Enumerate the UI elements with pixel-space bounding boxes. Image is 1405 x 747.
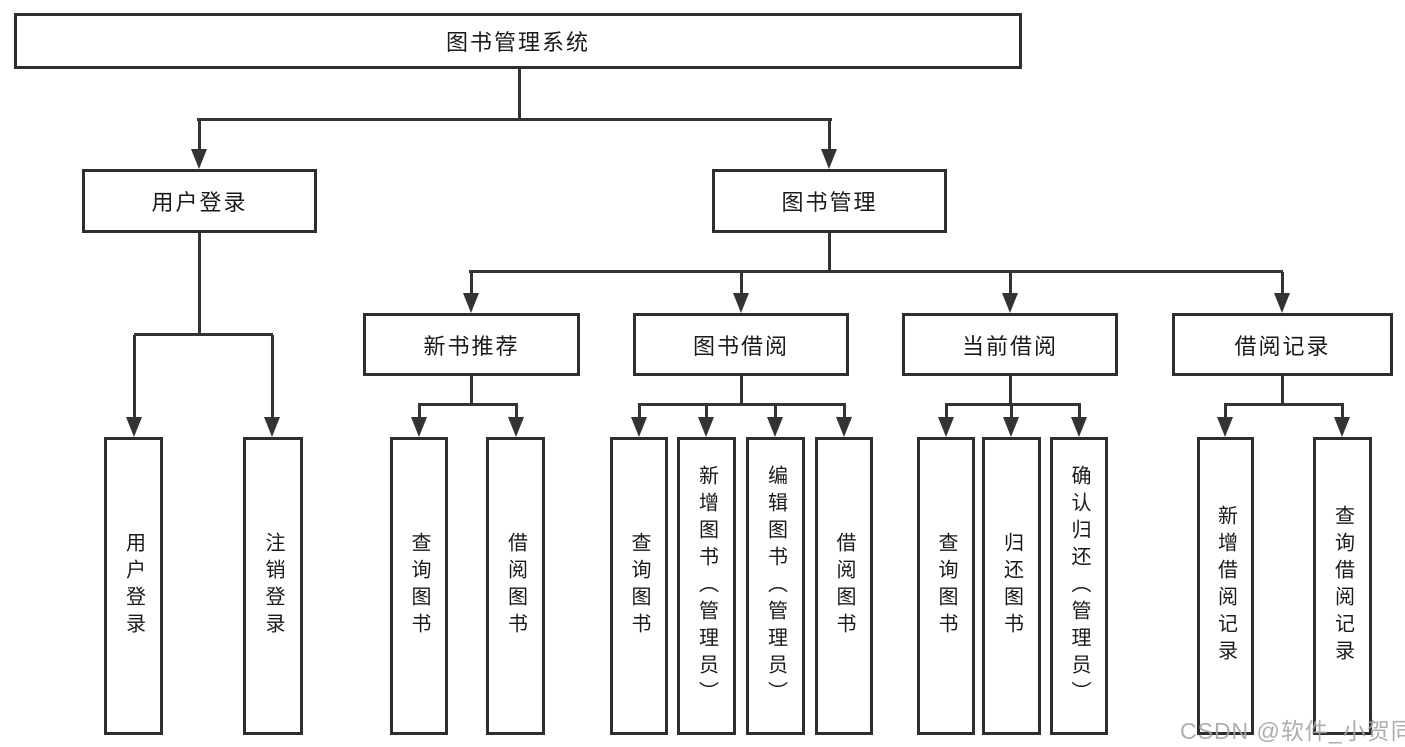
leaf-query-books-borrow: 查询图书: [610, 437, 668, 735]
arrow-down-icon: [264, 417, 280, 437]
leaf-add-borrow-record: 新增借阅记录: [1197, 437, 1254, 735]
leaf-query-borrow-record: 查询借阅记录: [1313, 437, 1372, 735]
arrow-down-icon: [1274, 293, 1290, 313]
node-current-borrow-label: 当前借阅: [961, 333, 1058, 359]
arrow-down-icon: [126, 417, 142, 437]
connector-line: [198, 120, 201, 152]
node-book-borrow-label: 图书借阅: [692, 333, 789, 359]
leaf-label: 查询图书: [628, 532, 650, 640]
node-current-borrow: 当前借阅: [902, 313, 1118, 376]
leaf-label: 查询图书: [408, 532, 430, 640]
connector-line: [705, 405, 708, 419]
connector-line: [945, 405, 948, 419]
leaf-confirm-return-admin: 确认归还（管理员）: [1050, 437, 1108, 735]
connector-line: [1224, 405, 1227, 419]
connector-line: [638, 403, 846, 406]
arrow-down-icon: [821, 149, 837, 169]
connector-line: [740, 272, 743, 296]
connector-line: [1341, 405, 1344, 419]
connector-line: [271, 335, 274, 419]
connector-line: [133, 335, 136, 419]
connector-line: [740, 376, 743, 406]
arrow-down-icon: [1217, 417, 1233, 437]
connector-line: [1010, 405, 1013, 419]
leaf-borrow-books-recommend: 借阅图书: [486, 437, 545, 735]
arrow-down-icon: [1002, 293, 1018, 313]
arrow-down-icon: [767, 417, 783, 437]
node-book-management: 图书管理: [712, 169, 947, 233]
leaf-user-login: 用户登录: [104, 437, 163, 735]
arrow-down-icon: [733, 293, 749, 313]
connector-line: [134, 333, 273, 336]
leaf-return-books: 归还图书: [982, 437, 1041, 735]
watermark: CSDN @软件_小贺同学: [1180, 718, 1405, 744]
connector-line: [638, 405, 641, 419]
arrow-down-icon: [191, 149, 207, 169]
connector-line: [515, 405, 518, 419]
arrow-down-icon: [631, 417, 647, 437]
arrow-down-icon: [836, 417, 852, 437]
leaf-add-books-admin: 新增图书（管理员）: [677, 437, 736, 735]
connector-line: [469, 270, 1283, 273]
connector-line: [470, 272, 473, 296]
node-book-management-label: 图书管理: [781, 190, 878, 215]
leaf-logout: 注销登录: [243, 437, 303, 735]
node-book-borrow: 图书借阅: [633, 313, 849, 376]
connector-line: [198, 233, 201, 336]
node-borrow-records-label: 借阅记录: [1234, 333, 1331, 359]
node-borrow-records: 借阅记录: [1172, 313, 1393, 376]
connector-line: [1009, 376, 1012, 406]
leaf-borrow-books: 借阅图书: [815, 437, 873, 735]
arrow-down-icon: [1071, 417, 1087, 437]
connector-line: [1078, 405, 1081, 419]
connector-line: [418, 403, 518, 406]
node-new-book-recommend-label: 新书推荐: [423, 333, 520, 359]
leaf-label: 查询图书: [935, 532, 957, 640]
leaf-query-books-recommend: 查询图书: [390, 437, 448, 735]
arrow-down-icon: [508, 417, 524, 437]
connector-line: [843, 405, 846, 419]
node-root: 图书管理系统: [14, 13, 1022, 69]
leaf-label: 注销登录: [262, 532, 284, 640]
leaf-label: 确认归还（管理员）: [1068, 464, 1090, 708]
node-new-book-recommend: 新书推荐: [363, 313, 580, 376]
connector-line: [470, 376, 473, 406]
arrow-down-icon: [938, 417, 954, 437]
leaf-label: 新增借阅记录: [1214, 505, 1237, 667]
leaf-label: 编辑图书（管理员）: [764, 464, 787, 708]
connector-line: [197, 118, 832, 121]
connector-line: [518, 69, 521, 120]
leaf-edit-books-admin: 编辑图书（管理员）: [746, 437, 805, 735]
arrow-down-icon: [411, 417, 427, 437]
arrow-down-icon: [1003, 417, 1019, 437]
arrow-down-icon: [698, 417, 714, 437]
connector-line: [828, 233, 831, 273]
connector-line: [418, 405, 421, 419]
leaf-label: 新增图书（管理员）: [695, 464, 718, 708]
connector-line: [1009, 272, 1012, 296]
connector-line: [1281, 272, 1284, 296]
leaf-label: 借阅图书: [833, 532, 855, 640]
leaf-query-books-current: 查询图书: [917, 437, 975, 735]
arrow-down-icon: [463, 293, 479, 313]
arrow-down-icon: [1334, 417, 1350, 437]
leaf-label: 查询借阅记录: [1331, 505, 1354, 667]
leaf-label: 归还图书: [1000, 532, 1023, 640]
connector-line: [828, 120, 831, 152]
node-root-label: 图书管理系统: [445, 30, 590, 55]
connector-line: [945, 403, 1081, 406]
connector-line: [774, 405, 777, 419]
leaf-label: 用户登录: [122, 532, 145, 640]
node-user-login-label: 用户登录: [151, 190, 248, 215]
connector-line: [1281, 376, 1284, 406]
leaf-label: 借阅图书: [504, 532, 527, 640]
connector-line: [1224, 403, 1344, 406]
node-user-login: 用户登录: [82, 169, 317, 233]
